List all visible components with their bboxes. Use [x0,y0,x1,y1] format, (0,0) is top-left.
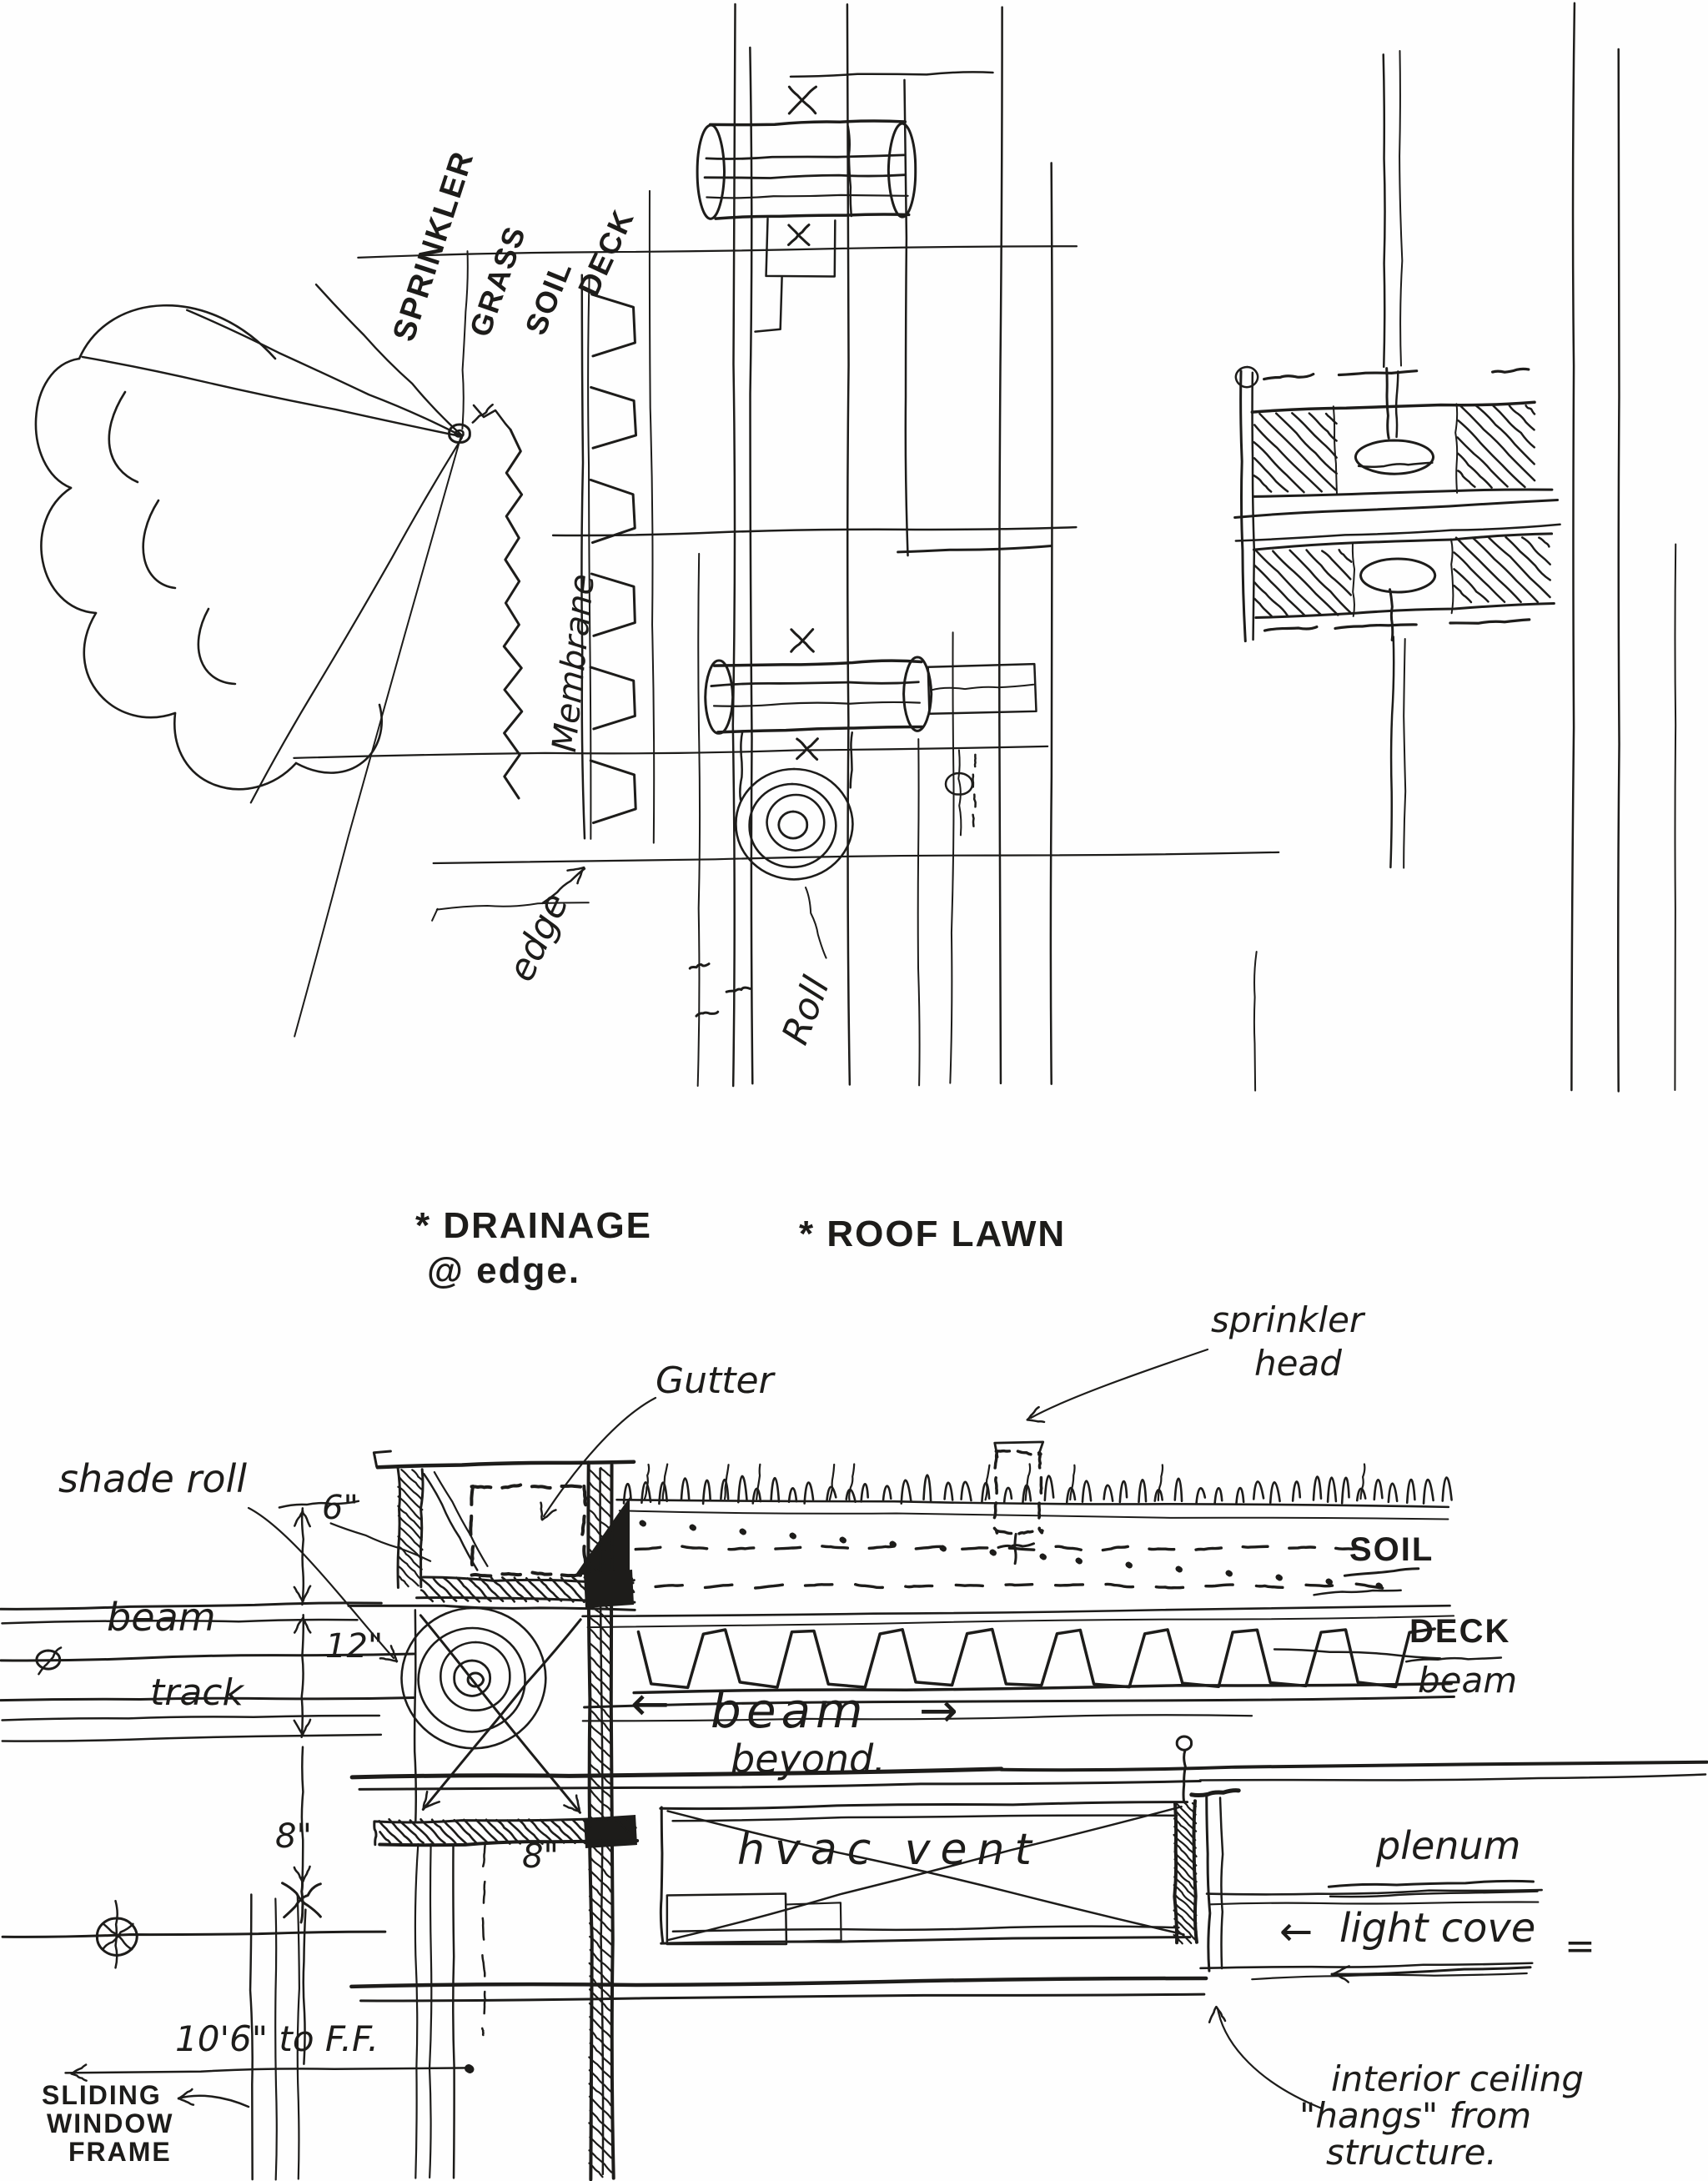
light-cove-arrow-icon: ← [1279,1908,1314,1955]
label-track: track [150,1671,244,1714]
label-interior-ceiling-2: "hangs" from [1299,2095,1532,2136]
dim-12in: 12" [325,1627,384,1666]
label-sliding-window-2: WINDOW [47,2108,174,2138]
title-drainage-at-edge: @ edge. [427,1250,581,1291]
label-beam-right: beam [1418,1660,1518,1701]
label-interior-ceiling-3: structure. [1326,2132,1497,2173]
arrow-left-icon: ← [630,1677,670,1731]
label-beam-beyond: beyond. [731,1736,886,1781]
label-deck-right: DECK [1409,1613,1511,1650]
dim-floor-to-floor: 10'6" to F.F. [175,2018,379,2059]
dim-8in-mid: 8" [522,1837,559,1876]
label-soil-right: SOIL [1349,1531,1434,1568]
label-sliding-window-1: SLIDING [42,2080,162,2110]
title-roof-lawn: * ROOF LAWN [799,1214,1067,1254]
label-beam-left: beam [107,1595,216,1640]
label-light-cove: light cove [1339,1905,1536,1952]
title-drainage: * DRAINAGE [415,1205,653,1246]
label-light-cove-eq: = [1565,1925,1595,1967]
label-beam-center: beam [711,1682,868,1739]
label-sprinkler-head-1: sprinkler [1211,1299,1364,1340]
label-sprinkler-head-2: head [1254,1343,1342,1384]
label-gutter: Gutter [656,1359,774,1402]
label-plenum: plenum [1376,1823,1521,1868]
arrow-right-icon: → [919,1684,958,1738]
label-hvac-vent: hvac vent [737,1825,1042,1875]
label-sliding-window-3: FRAME [68,2137,172,2167]
label-interior-ceiling-1: interior ceiling [1331,2058,1585,2099]
dim-8in-left: 8" [275,1817,312,1856]
dim-6in: 6" [322,1489,359,1527]
label-shade-roll: shade roll [58,1456,248,1501]
